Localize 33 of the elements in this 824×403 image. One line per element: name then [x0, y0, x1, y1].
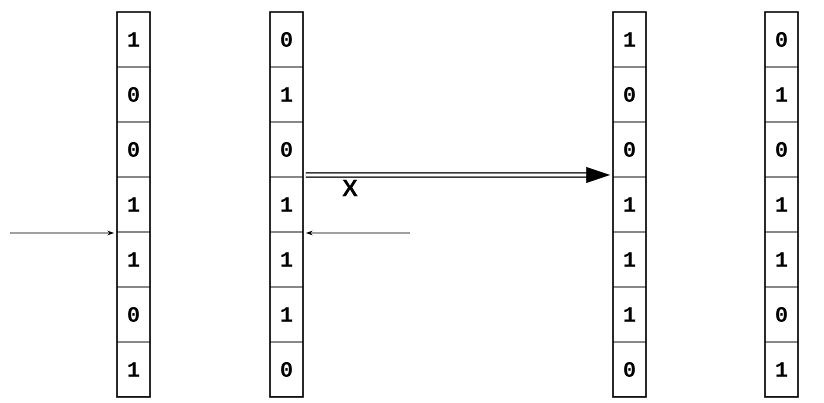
gene-column [612, 11, 647, 398]
gene-cell: 0 [764, 122, 798, 178]
gene-column [764, 11, 799, 398]
gene-cell: 0 [270, 342, 304, 398]
gene-cell: 1 [116, 176, 150, 232]
gene-cell: 1 [612, 286, 646, 342]
gene-cell: 0 [116, 122, 150, 178]
gene-cell: 1 [116, 342, 150, 398]
gene-cell: 1 [764, 232, 798, 288]
gene-cell: 1 [270, 286, 304, 342]
gene-cell: 0 [270, 122, 304, 178]
gene-cell: 0 [116, 286, 150, 342]
gene-cell: 1 [116, 12, 150, 68]
times-sign: X [342, 180, 358, 196]
gene-cell: 1 [270, 232, 304, 288]
gene-cell: 1 [764, 342, 798, 398]
gene-cell: 1 [116, 232, 150, 288]
gene-cell: 1 [612, 176, 646, 232]
gene-cell: 1 [612, 12, 646, 68]
gene-cell: 1 [270, 176, 304, 232]
gene-cell: 1 [764, 176, 798, 232]
gene-cell: 0 [612, 122, 646, 178]
gene-cell: 0 [764, 286, 798, 342]
gene-column [269, 11, 304, 398]
gene-cell: 0 [612, 66, 646, 122]
gene-cell: 0 [612, 342, 646, 398]
gene-cell: 1 [764, 66, 798, 122]
gene-cell: 1 [270, 66, 304, 122]
gene-cell: 1 [612, 232, 646, 288]
gene-cell: 0 [270, 12, 304, 68]
gene-cell: 0 [116, 66, 150, 122]
gene-cell: 0 [764, 12, 798, 68]
gene-column [116, 11, 151, 398]
